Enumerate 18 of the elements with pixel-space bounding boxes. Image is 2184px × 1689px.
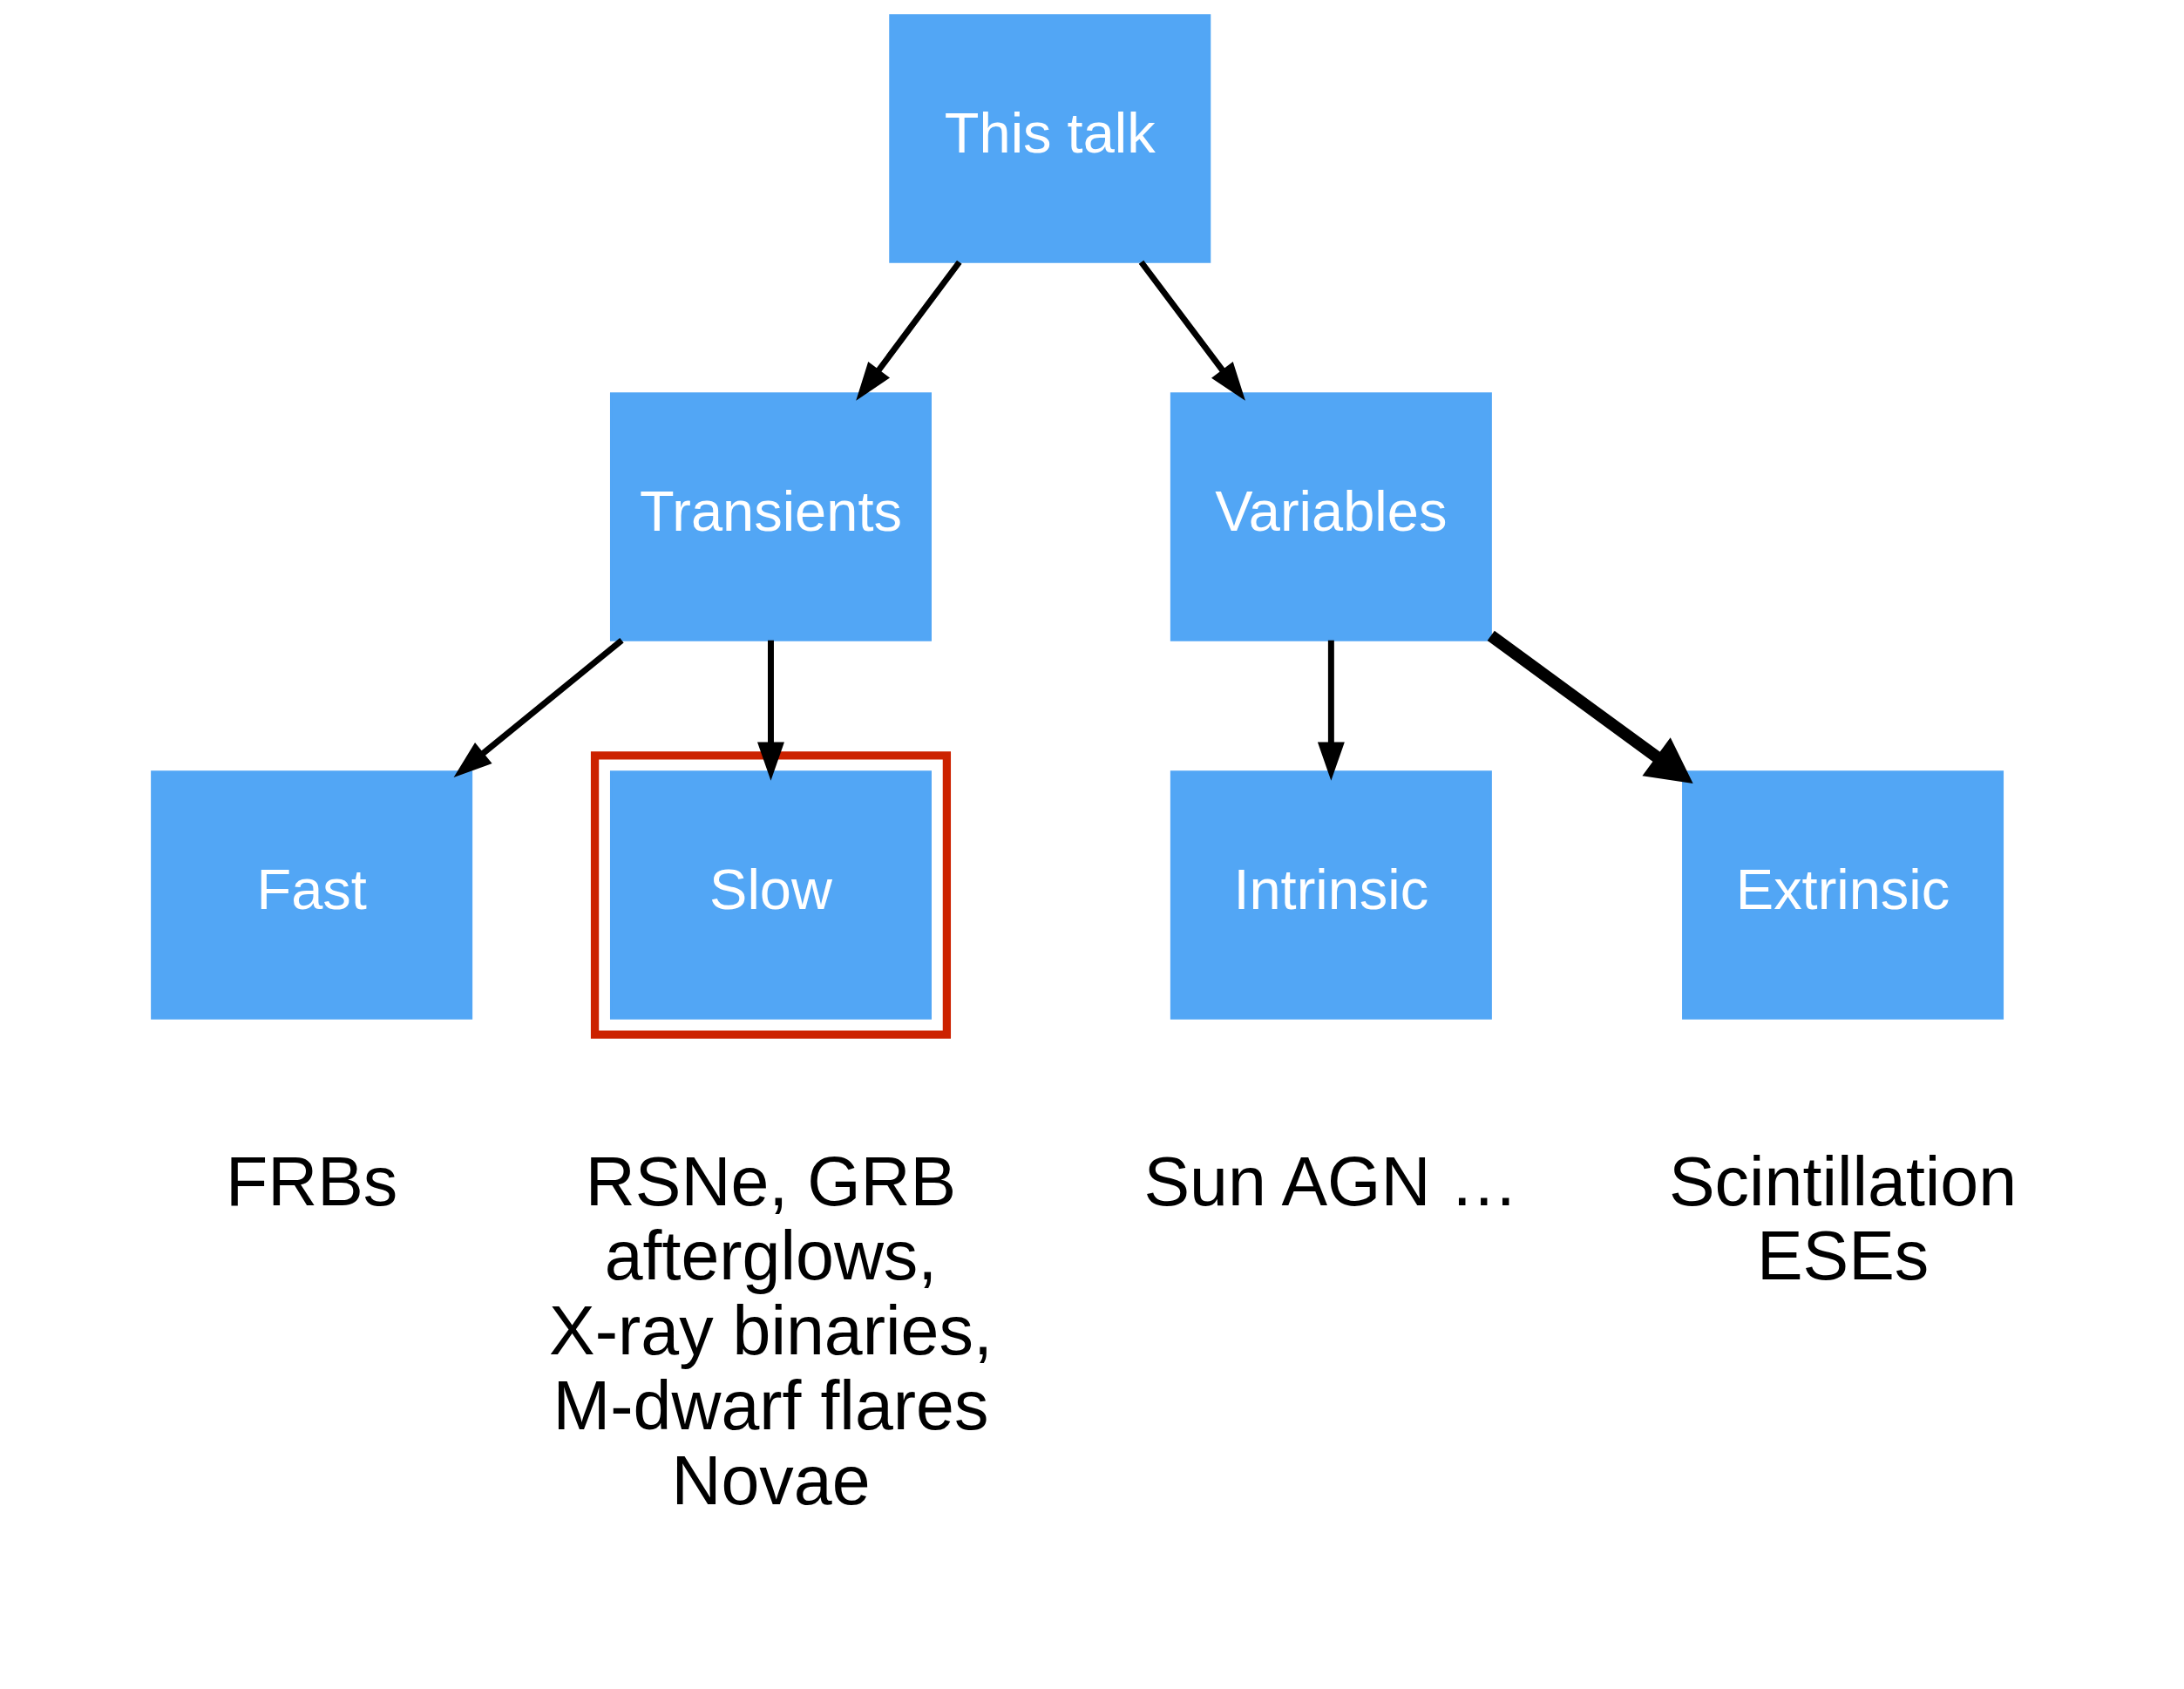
- arrow: [756, 640, 784, 781]
- node-label: FRBs: [225, 1143, 397, 1220]
- arrow: [1138, 260, 1245, 401]
- node-label: Scintillation ESEs: [1668, 1143, 2017, 1295]
- node-box: This talk: [888, 14, 1211, 263]
- node-label: Sun AGN …: [1143, 1143, 1518, 1220]
- node-box: Intrinsic: [1170, 770, 1492, 1020]
- node-box: Fast: [150, 770, 472, 1020]
- arrow: [855, 260, 962, 401]
- node-box: Transients: [609, 392, 932, 641]
- node-box: Slow: [609, 770, 932, 1020]
- cluster: [590, 751, 951, 1039]
- node-box: Extrinsic: [1681, 770, 2004, 1020]
- node-box: Variables: [1170, 392, 1492, 641]
- arrow: [453, 638, 624, 777]
- arrow: [1487, 630, 1693, 783]
- arrow: [1317, 640, 1345, 781]
- node-label: RSNe, GRB afterglows, X-ray binaries, M-dwarf flares Novae: [548, 1143, 993, 1520]
